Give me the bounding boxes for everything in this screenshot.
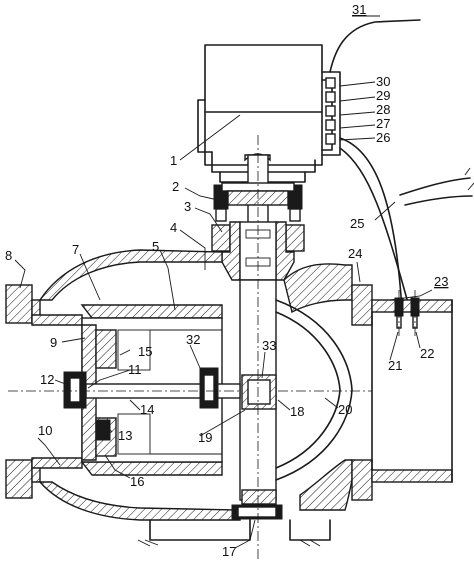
label-33: 33 xyxy=(262,338,276,353)
label-21: 21 xyxy=(388,358,402,373)
label-20: 20 xyxy=(338,402,352,417)
pipe-bolts xyxy=(394,290,420,338)
crank-assembly xyxy=(231,374,283,520)
label-22: 22 xyxy=(420,346,434,361)
part-labels: 1 2 3 4 5 7 8 9 10 11 12 13 14 15 16 17 … xyxy=(5,2,448,559)
label-19: 19 xyxy=(198,430,212,445)
label-11: 11 xyxy=(128,362,142,377)
label-9: 9 xyxy=(50,335,57,350)
label-1: 1 xyxy=(170,153,177,168)
label-23: 23 xyxy=(434,274,448,289)
label-17: 17 xyxy=(222,544,236,559)
label-5: 5 xyxy=(152,239,159,254)
plunger-assembly xyxy=(8,317,372,463)
label-30: 30 xyxy=(376,74,390,89)
label-16: 16 xyxy=(130,474,144,489)
label-2: 2 xyxy=(172,179,179,194)
label-26: 26 xyxy=(376,130,390,145)
label-7: 7 xyxy=(72,242,79,257)
label-27: 27 xyxy=(376,116,390,131)
label-4: 4 xyxy=(170,220,177,235)
label-13: 13 xyxy=(118,428,132,443)
label-14: 14 xyxy=(140,402,154,417)
label-12: 12 xyxy=(40,372,54,387)
label-15: 15 xyxy=(138,344,152,359)
label-29: 29 xyxy=(376,88,390,103)
label-18: 18 xyxy=(290,404,304,419)
label-24: 24 xyxy=(348,246,362,261)
label-31: 31 xyxy=(352,2,366,17)
label-8: 8 xyxy=(5,248,12,263)
label-3: 3 xyxy=(184,199,191,214)
leader-lines xyxy=(14,15,433,549)
cables xyxy=(329,19,474,311)
label-10: 10 xyxy=(38,423,52,438)
label-32: 32 xyxy=(186,332,200,347)
junction-box xyxy=(321,71,341,156)
label-25: 25 xyxy=(350,216,364,231)
label-28: 28 xyxy=(376,102,390,117)
